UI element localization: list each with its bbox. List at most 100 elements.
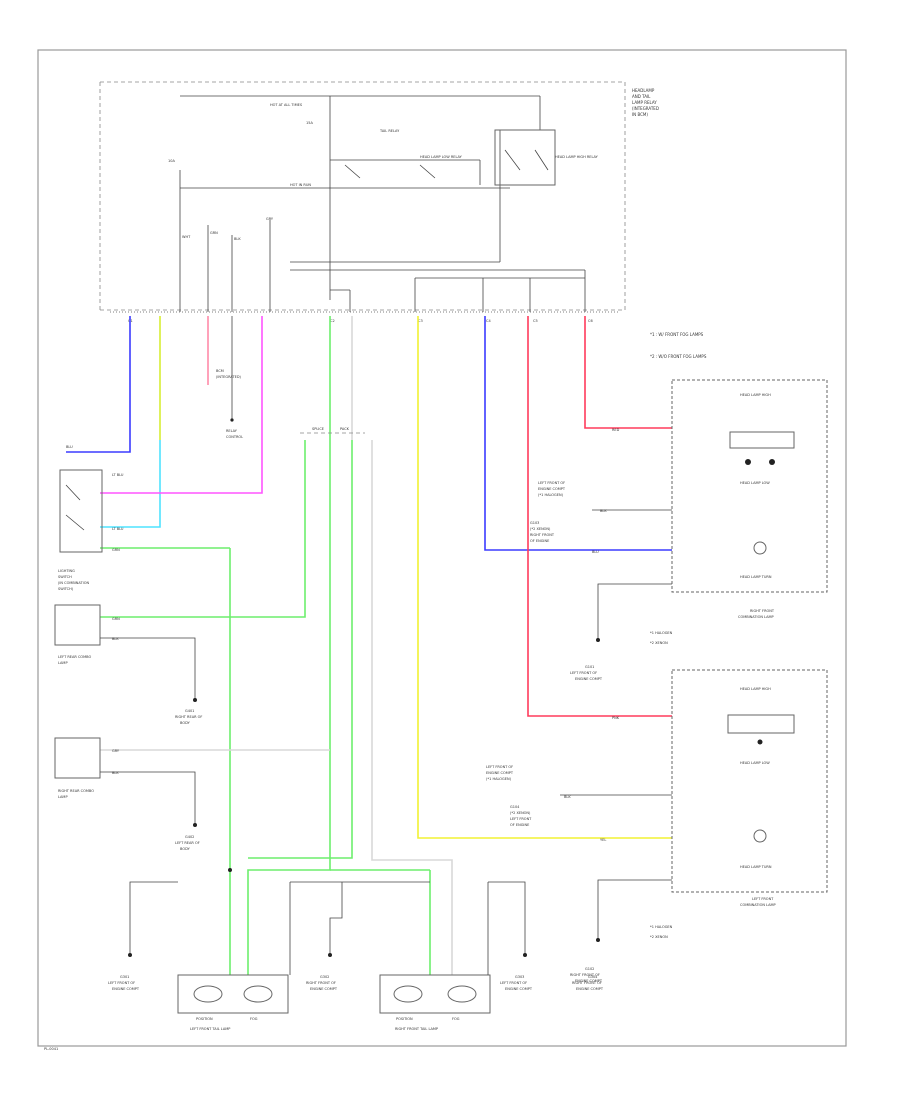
- svg-text:G102: G102: [585, 967, 594, 971]
- svg-text:GRN: GRN: [210, 231, 218, 235]
- svg-text:LEFT FRONT: LEFT FRONT: [752, 897, 774, 901]
- svg-text:BLK: BLK: [564, 795, 571, 799]
- svg-text:LEFT FRONT OF: LEFT FRONT OF: [538, 481, 565, 485]
- right-rear-combo-lamp: RIGHT REAR COMBO LAMP G402 LEFT REAR OF …: [54, 737, 200, 851]
- svg-text:GRN: GRN: [112, 548, 120, 552]
- right-front-tail-lamp: POSITION FOG RIGHT FRONT TAIL LAMP: [379, 974, 491, 1031]
- svg-text:*1 HALOGEN: *1 HALOGEN: [650, 631, 673, 635]
- svg-text:G302: G302: [320, 975, 329, 979]
- svg-text:YEL: YEL: [600, 838, 606, 842]
- svg-text:ENGINE COMPT: ENGINE COMPT: [538, 487, 566, 491]
- svg-text:(INTEGRATED: (INTEGRATED: [632, 106, 659, 111]
- wire-labels: LT BLU LT BLU GRN GRN BLK GRY BLK RED PN…: [66, 428, 620, 842]
- svg-text:BLK: BLK: [112, 637, 119, 641]
- svg-text:OF ENGINE: OF ENGINE: [510, 823, 529, 827]
- bottom-grounds: [129, 881, 526, 975]
- svg-text:LT BLU: LT BLU: [112, 527, 124, 531]
- svg-text:OF ENGINE: OF ENGINE: [530, 539, 549, 543]
- svg-text:*2 XENON: *2 XENON: [650, 641, 668, 645]
- svg-text:COMBINATION LAMP: COMBINATION LAMP: [740, 903, 776, 907]
- svg-text:GRN: GRN: [112, 617, 120, 621]
- svg-text:LIGHTING: LIGHTING: [58, 569, 75, 573]
- svg-text:LAMP: LAMP: [58, 661, 68, 665]
- relay-high-label: HEAD LAMP HIGH RELAY: [555, 155, 599, 159]
- svg-text:FOG: FOG: [452, 1017, 460, 1021]
- left-front-combination-lamp: HEAD LAMP HIGH HEAD LAMP LOW HEAD LAMP T…: [560, 669, 828, 983]
- svg-text:(*1 HALOGEN): (*1 HALOGEN): [486, 777, 512, 781]
- svg-text:BLK: BLK: [234, 237, 241, 241]
- svg-text:SPLICE: SPLICE: [312, 427, 324, 431]
- svg-text:HEAD LAMP LOW: HEAD LAMP LOW: [740, 761, 770, 765]
- svg-text:RIGHT FRONT OF: RIGHT FRONT OF: [306, 981, 336, 985]
- diagram-border: [37, 49, 847, 1047]
- svg-text:ENGINE COMPT: ENGINE COMPT: [310, 987, 338, 991]
- svg-text:C5: C5: [533, 319, 538, 323]
- svg-text:RIGHT FRONT OF: RIGHT FRONT OF: [570, 973, 600, 977]
- svg-text:HEAD LAMP HIGH: HEAD LAMP HIGH: [740, 687, 771, 691]
- module-title: HEADLAMP AND TAIL LAMP RELAY (INTEGRATED…: [632, 88, 659, 117]
- svg-text:ENGINE COMPT: ENGINE COMPT: [576, 987, 604, 991]
- svg-text:HEAD LAMP HIGH: HEAD LAMP HIGH: [740, 393, 771, 397]
- svg-text:CONTROL: CONTROL: [226, 435, 243, 439]
- wire-gray-c: [371, 440, 453, 975]
- svg-text:HEAD LAMP TURN: HEAD LAMP TURN: [740, 575, 772, 579]
- svg-text:HEAD LAMP LOW: HEAD LAMP LOW: [740, 481, 770, 485]
- svg-text:COMBINATION LAMP: COMBINATION LAMP: [738, 615, 774, 619]
- svg-text:RIGHT FRONT OF: RIGHT FRONT OF: [572, 981, 602, 985]
- svg-text:LEFT FRONT: LEFT FRONT: [510, 817, 532, 821]
- ign-label: HOT IN RUN: [290, 183, 311, 187]
- wire-green-b: [100, 440, 306, 618]
- svg-text:G103: G103: [530, 521, 539, 525]
- wire-red-top: [584, 316, 672, 429]
- svg-text:IN BCM): IN BCM): [632, 112, 648, 117]
- svg-text:BCM: BCM: [216, 369, 224, 373]
- svg-text:G104: G104: [510, 805, 520, 809]
- svg-text:RIGHT REAR OF: RIGHT REAR OF: [175, 715, 202, 719]
- wire-green-e: [248, 440, 353, 859]
- right-front-combination-lamp: HEAD LAMP HIGH HEAD LAMP LOW HEAD LAMP T…: [570, 379, 828, 681]
- svg-text:LEFT FRONT OF: LEFT FRONT OF: [500, 981, 527, 985]
- relay-low-label: HEAD LAMP LOW RELAY: [420, 155, 463, 159]
- wire-blue-left: [66, 316, 131, 453]
- lighting-switch: LIGHTING SWITCH (IN COMBINATION SWITCH): [58, 469, 103, 591]
- bus-label: HOT AT ALL TIMES: [270, 103, 303, 107]
- svg-text:LEFT FRONT OF: LEFT FRONT OF: [570, 671, 597, 675]
- svg-text:HEAD LAMP TURN: HEAD LAMP TURN: [740, 865, 772, 869]
- svg-text:G303: G303: [515, 975, 524, 979]
- svg-text:*1 HALOGEN: *1 HALOGEN: [650, 925, 673, 929]
- svg-text:ENGINE COMPT: ENGINE COMPT: [575, 677, 603, 681]
- svg-text:POSITION: POSITION: [396, 1017, 413, 1021]
- wire-yellow-right: [417, 316, 672, 839]
- pin-stubs: [179, 220, 271, 312]
- svg-text:BLU: BLU: [66, 445, 73, 449]
- svg-text:C3: C3: [418, 319, 423, 323]
- svg-text:BLK: BLK: [112, 771, 119, 775]
- svg-text:RIGHT REAR COMBO: RIGHT REAR COMBO: [58, 789, 94, 793]
- svg-text:G301: G301: [120, 975, 129, 979]
- svg-text:RIGHT FRONT TAIL LAMP: RIGHT FRONT TAIL LAMP: [395, 1027, 438, 1031]
- svg-text:WHT: WHT: [182, 235, 191, 239]
- legend: *1 : W/ FRONT FOG LAMPS *2 : W/O FRONT F…: [650, 332, 707, 359]
- svg-text:PACK: PACK: [340, 427, 350, 431]
- svg-text:(*1 HALOGEN): (*1 HALOGEN): [538, 493, 564, 497]
- bcm-module: HEADLAMP AND TAIL LAMP RELAY (INTEGRATED…: [99, 81, 659, 323]
- svg-text:*2 : W/O FRONT FOG LAMPS: *2 : W/O FRONT FOG LAMPS: [650, 354, 707, 359]
- svg-text:(INTEGRATED): (INTEGRATED): [216, 375, 242, 379]
- svg-text:BODY: BODY: [180, 847, 191, 851]
- svg-text:LEFT FRONT OF: LEFT FRONT OF: [486, 765, 513, 769]
- svg-text:LEFT FRONT TAIL LAMP: LEFT FRONT TAIL LAMP: [190, 1027, 230, 1031]
- bcm-note: BCM (INTEGRATED) RELAY CONTROL: [216, 316, 243, 439]
- svg-text:*2 XENON: *2 XENON: [650, 935, 668, 939]
- svg-text:G304: G304: [588, 975, 598, 979]
- wire-red-bottom: [527, 316, 672, 717]
- svg-text:BLU: BLU: [592, 550, 599, 554]
- wire-green-d: [247, 440, 331, 975]
- svg-text:POSITION: POSITION: [196, 1017, 213, 1021]
- svg-text:RELAY: RELAY: [226, 429, 238, 433]
- svg-text:ENGINE COMPT: ENGINE COMPT: [505, 987, 533, 991]
- svg-text:RIGHT FRONT: RIGHT FRONT: [750, 609, 775, 613]
- svg-text:LEFT REAR OF: LEFT REAR OF: [175, 841, 200, 845]
- fuse-a-label: 15A: [306, 121, 313, 125]
- splice-pack: SPLICE PACK: [300, 427, 365, 434]
